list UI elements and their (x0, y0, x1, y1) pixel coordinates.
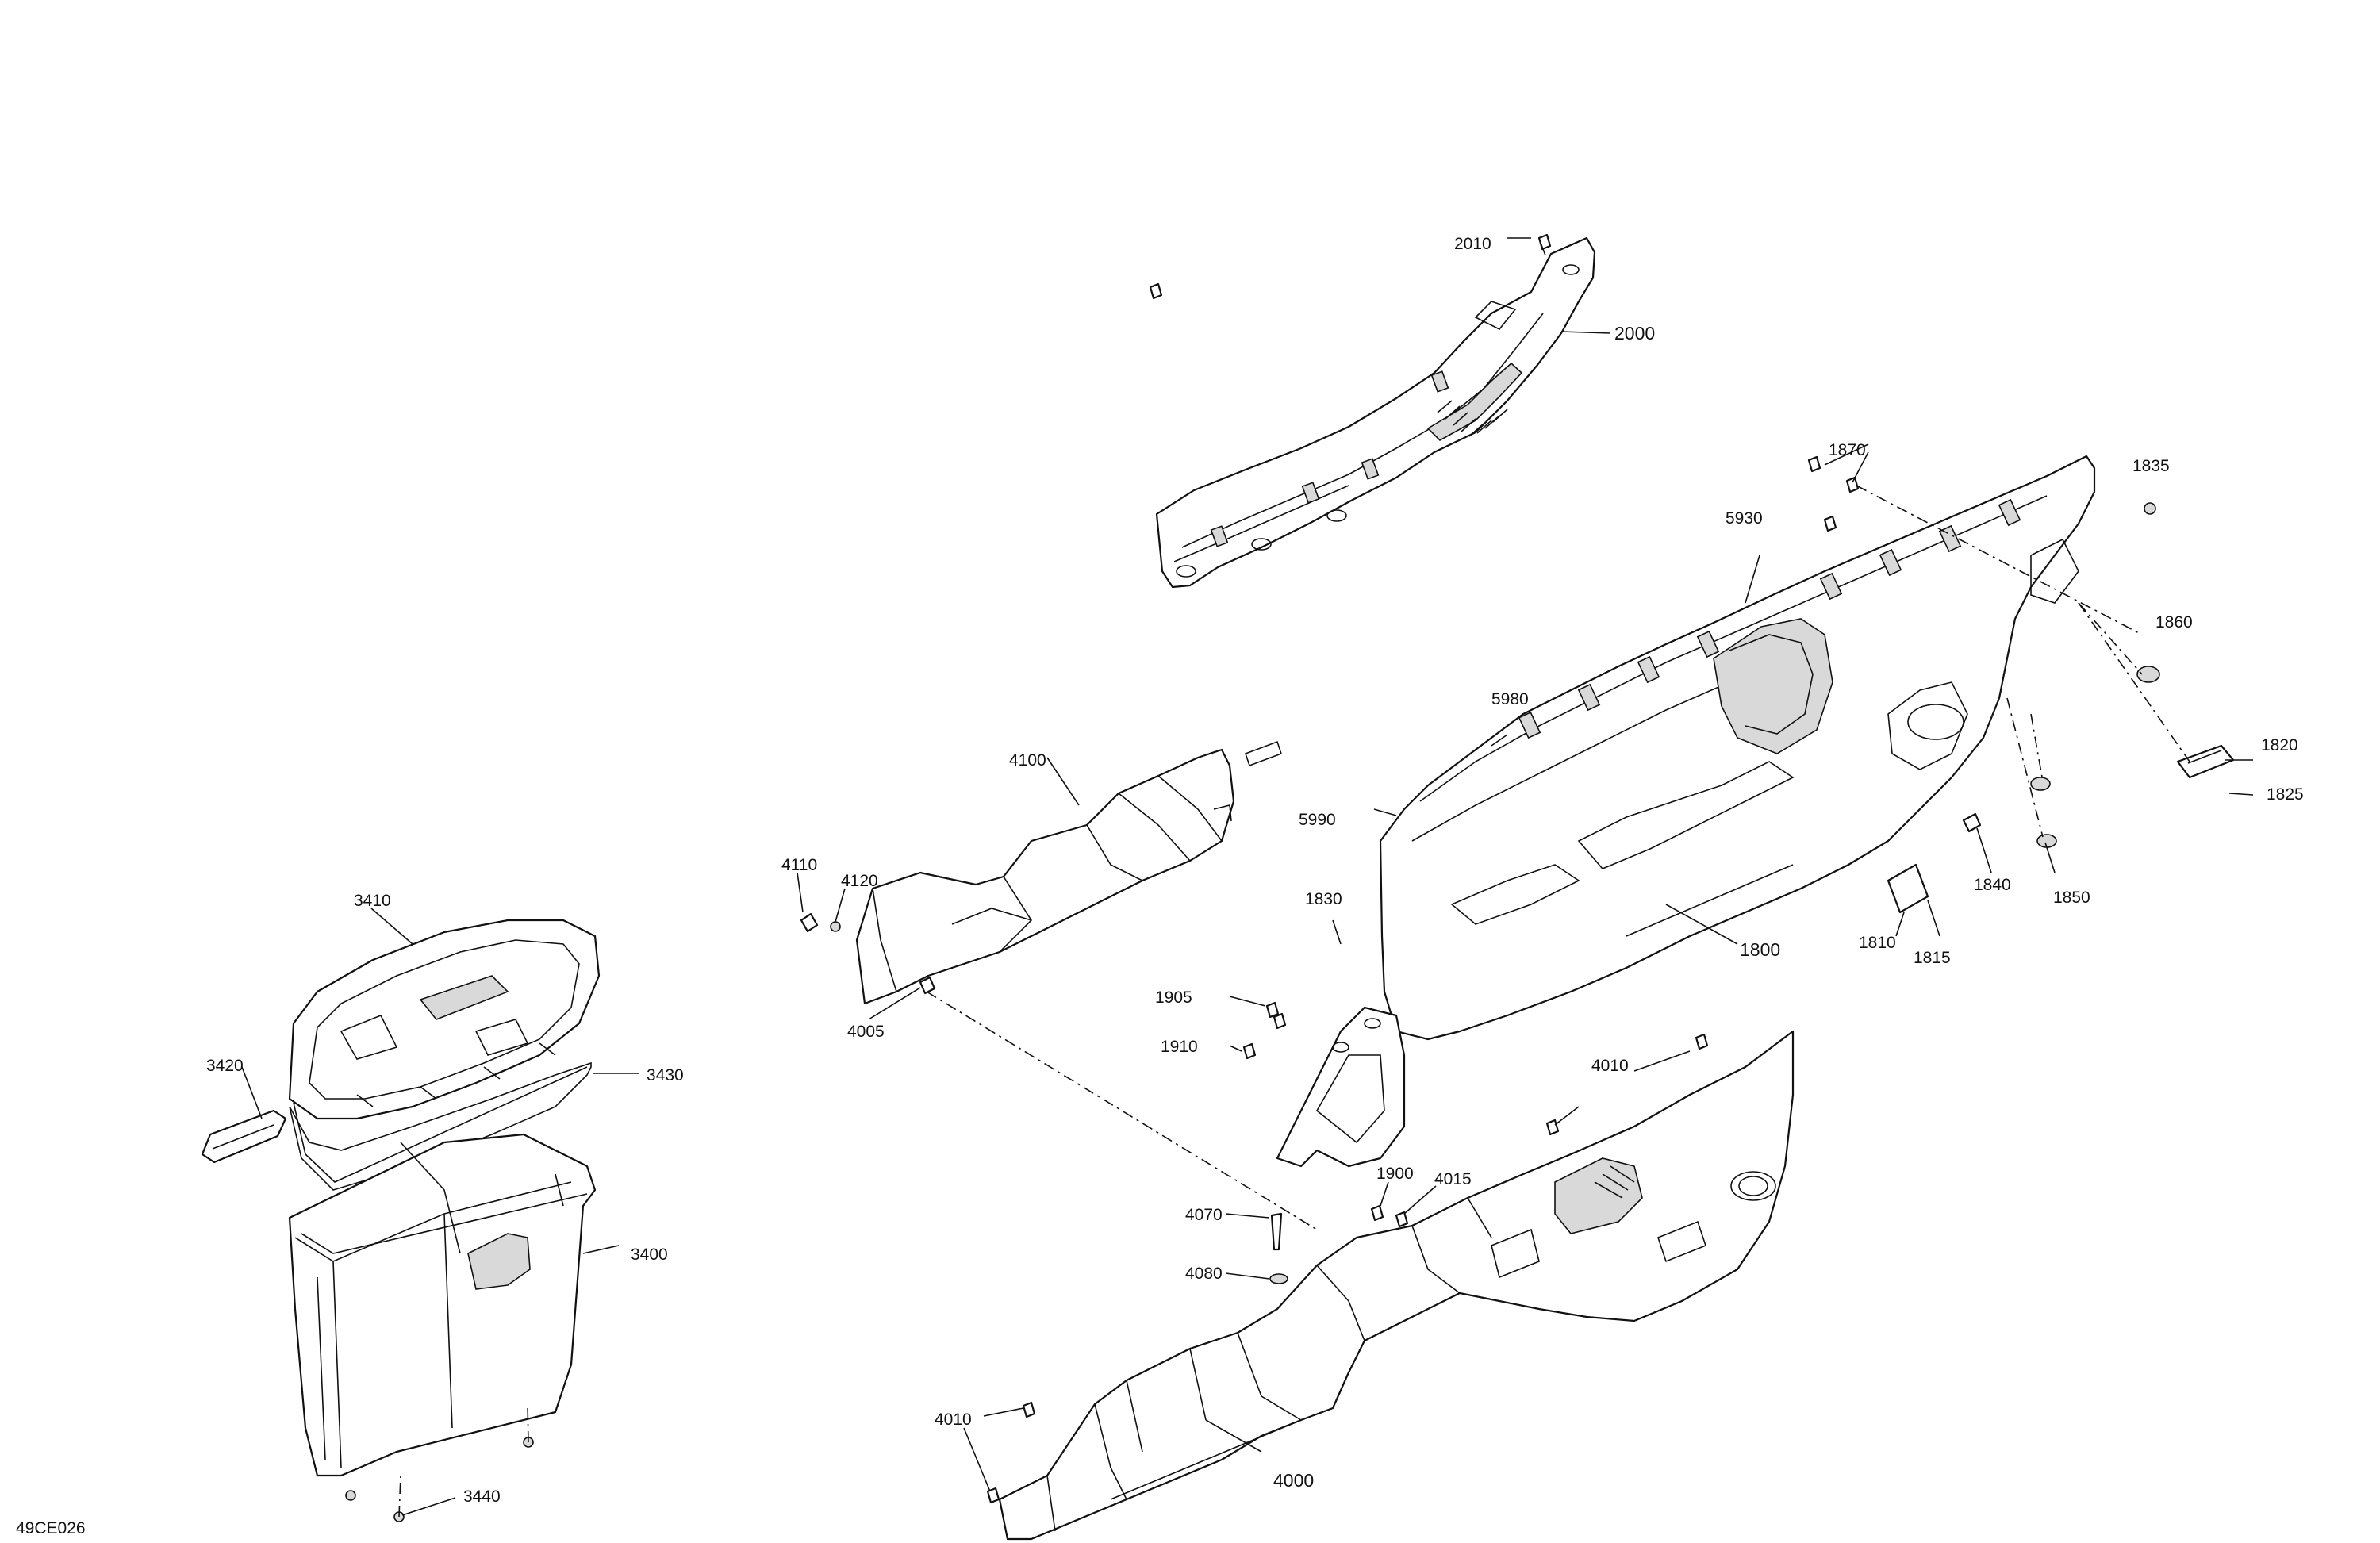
part-4120-washer (830, 921, 841, 932)
part-4110-clip (800, 912, 819, 933)
callout-4120: 4120 (841, 872, 878, 890)
callout-2010: 2010 (1454, 235, 1491, 253)
fastener-2010 (1149, 233, 1552, 300)
part-4005-clip (919, 976, 936, 995)
callout-1830: 1830 (1305, 890, 1342, 908)
part-4000-lower-panel (998, 1030, 1795, 1541)
callout-1840: 1840 (1974, 876, 2011, 894)
part-4100-duct (855, 740, 1283, 1005)
callout-4010-upper: 4010 (1591, 1057, 1629, 1075)
part-1850-grommets (2030, 777, 2057, 848)
callout-1815: 1815 (1914, 949, 1951, 967)
part-1835-nut (2144, 502, 2156, 515)
callout-4100: 4100 (1009, 751, 1046, 770)
callout-1825: 1825 (2267, 785, 2304, 804)
callout-1860: 1860 (2155, 613, 2193, 631)
callout-3400: 3400 (631, 1246, 668, 1264)
callout-1820: 1820 (2261, 736, 2298, 754)
callout-5980: 5980 (1491, 690, 1529, 708)
part-1820-latch (2176, 744, 2235, 779)
part-1840-clip (1962, 812, 1982, 833)
callout-1835: 1835 (2132, 457, 2170, 475)
callout-4110: 4110 (781, 856, 817, 874)
callout-1905: 1905 (1155, 988, 1192, 1007)
part-4080-washer (1269, 1273, 1288, 1284)
part-2000-side-rail (1155, 236, 1596, 589)
callout-4005: 4005 (847, 1023, 885, 1041)
callout-1870: 1870 (1829, 441, 1866, 459)
part-3430-seal (289, 1061, 592, 1191)
part-4070-bolt (1270, 1212, 1283, 1251)
callout-4010-lower: 4010 (935, 1411, 972, 1429)
part-1900-fasteners (1370, 1204, 1409, 1228)
part-1905-1910-fasteners (1242, 1001, 1287, 1060)
part-1870-fasteners (1807, 455, 1860, 532)
callout-4070: 4070 (1185, 1206, 1223, 1224)
callout-3410: 3410 (354, 892, 391, 910)
part-1800-frame-panel (1276, 455, 2096, 1168)
callout-4000: 4000 (1273, 1470, 1314, 1491)
part-3400-bin (288, 1133, 597, 1477)
callout-3440: 3440 (463, 1487, 501, 1506)
callout-2000: 2000 (1614, 323, 1655, 344)
part-1860-plug (2136, 666, 2160, 683)
callout-3420: 3420 (206, 1057, 244, 1075)
callout-1910: 1910 (1161, 1038, 1198, 1056)
callout-labels: 2010 2000 1870 1835 5930 1860 5980 1820 … (16, 235, 2304, 1537)
callout-4080: 4080 (1185, 1265, 1223, 1283)
callout-1850: 1850 (2053, 889, 2090, 907)
part-1810-latch (1887, 863, 1929, 914)
callout-4015: 4015 (1434, 1170, 1472, 1188)
callout-1800: 1800 (1740, 939, 1780, 960)
callout-5930: 5930 (1726, 509, 1763, 528)
part-3420-handle (201, 1109, 287, 1164)
callout-1900: 1900 (1376, 1165, 1414, 1183)
callout-1810: 1810 (1859, 934, 1896, 952)
figure-id: 49CE026 (16, 1519, 86, 1537)
callout-3430: 3430 (647, 1066, 684, 1084)
part-3410-lid (288, 919, 601, 1120)
callout-5990: 5990 (1299, 811, 1336, 829)
part-4010-screws (986, 1033, 1709, 1504)
